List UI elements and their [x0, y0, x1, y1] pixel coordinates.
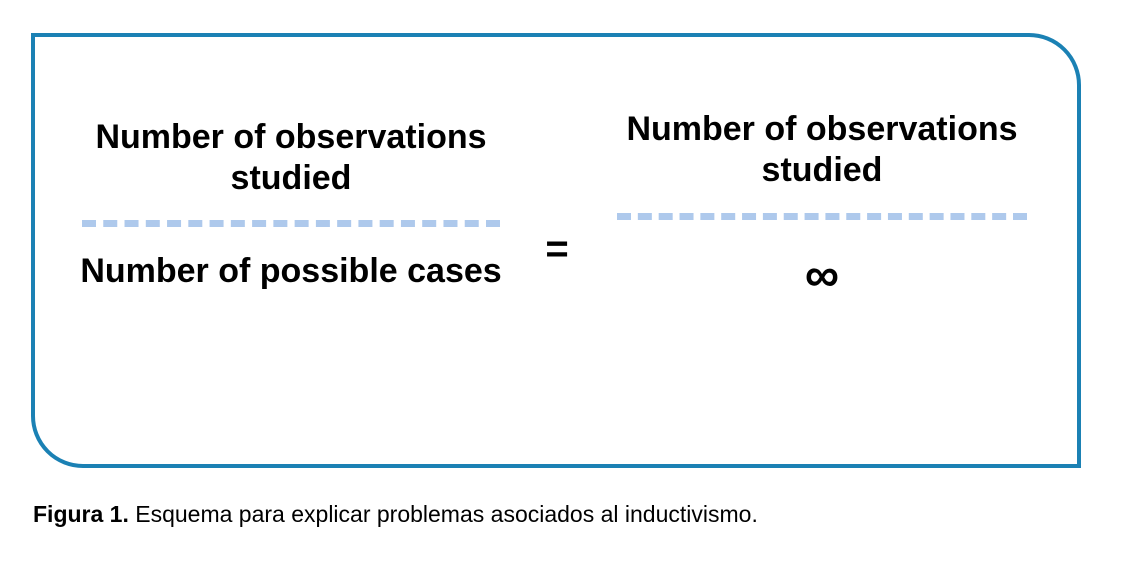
left-denominator: Number of possible cases	[80, 252, 502, 291]
diagram-border-box	[31, 33, 1081, 468]
left-fraction: Number of observations studied Number of…	[53, 118, 529, 338]
infinity-symbol: ∞	[804, 248, 840, 302]
left-fraction-stack: Number of observations studied Number of…	[53, 117, 529, 292]
equals-sign: =	[545, 226, 569, 271]
right-fraction-bar	[617, 212, 1027, 220]
left-numerator: Number of observations studied	[95, 117, 487, 197]
right-fraction: Number of observations studied ∞	[608, 110, 1036, 346]
caption-text: Esquema para explicar problemas asociado…	[128, 501, 758, 527]
right-fraction-stack: Number of observations studied ∞	[608, 109, 1036, 300]
left-fraction-bar	[82, 220, 500, 228]
equation: Number of observations studied Number of…	[31, 33, 1081, 468]
caption-label: Figura 1.	[33, 501, 129, 527]
right-numerator: Number of observations studied	[626, 110, 1018, 189]
figure-caption: Figura 1. Esquema para explicar problema…	[33, 500, 1093, 529]
